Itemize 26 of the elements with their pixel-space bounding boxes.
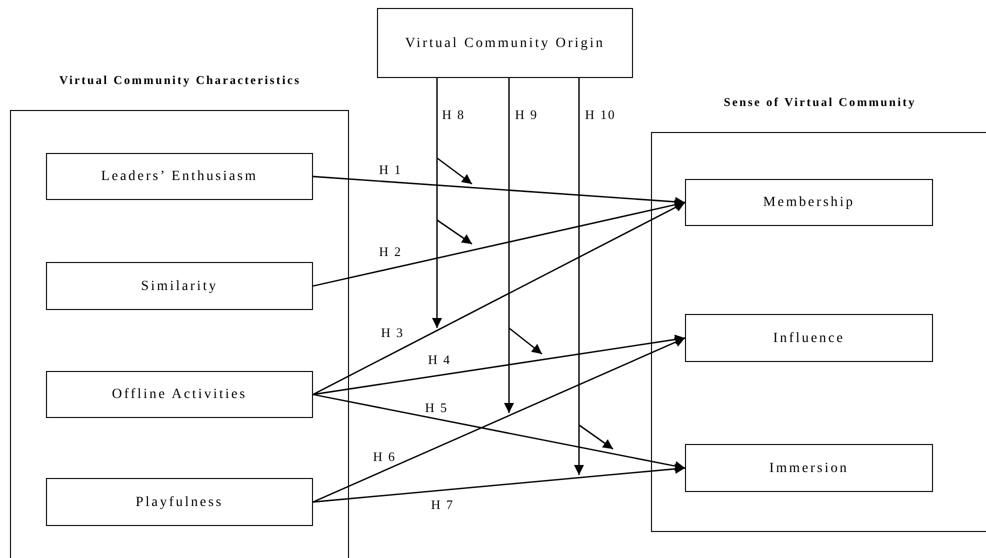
edge-label: H 2 — [378, 244, 404, 259]
arrow — [312, 200, 686, 287]
arrow — [312, 394, 686, 471]
edge-label: H 10 — [584, 107, 617, 122]
arrow — [312, 334, 686, 396]
variable-box: Leaders’ Enthusiasm — [46, 153, 313, 200]
variable-box: Offline Activities — [46, 371, 313, 418]
variable-box: Influence — [685, 314, 933, 362]
variable-box: Immersion — [685, 444, 933, 492]
arrow — [312, 176, 686, 207]
variable-box: Similarity — [46, 262, 313, 310]
arrow — [574, 78, 584, 475]
edge-label: H 6 — [372, 449, 398, 464]
panel-heading: Virtual Community Characteristics — [58, 72, 302, 89]
variable-box: Membership — [685, 179, 933, 226]
variable-box: Playfulness — [46, 478, 313, 526]
edge-label: H 3 — [380, 325, 406, 340]
edge-label: H 9 — [514, 107, 540, 122]
arrow — [432, 78, 442, 328]
arrow — [504, 78, 514, 413]
edge-label: H 8 — [441, 107, 466, 122]
variable-box: Virtual Community Origin — [377, 8, 633, 78]
arrow — [312, 464, 686, 503]
arrow — [312, 337, 686, 503]
panel-heading: Sense of Virtual Community — [722, 94, 918, 111]
arrow — [312, 202, 686, 396]
